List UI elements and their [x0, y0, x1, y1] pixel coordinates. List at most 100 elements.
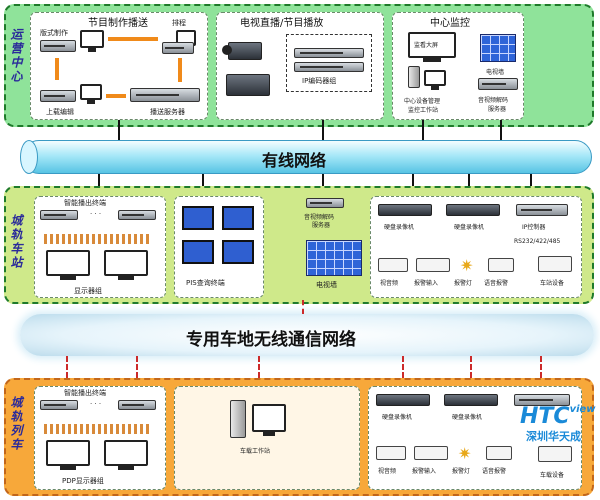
train-device-label: 车载设备	[540, 472, 565, 479]
wireless-cloud	[20, 314, 594, 356]
train-display-2	[104, 440, 148, 470]
train-player-2	[118, 400, 156, 410]
station-alarm-light-icon: ✷	[460, 256, 474, 275]
train-player-links	[44, 424, 152, 434]
train-label: 城轨列车	[9, 396, 23, 452]
wireless-link-4	[402, 356, 404, 378]
station-recorder-2	[446, 204, 500, 216]
station-ip-controller-label: IP控制器	[522, 224, 546, 231]
uplink-1	[118, 120, 120, 140]
train-recorder-label-2: 硬盘录像机	[452, 414, 483, 421]
encoder-dashed-frame	[286, 34, 372, 92]
station-player-links	[44, 234, 152, 244]
wired-network-label: 有线网络	[262, 151, 327, 170]
upload-label: 上载编辑	[46, 108, 74, 116]
train-sensor-av: 视音频	[378, 468, 397, 475]
broadcast-server	[130, 88, 200, 102]
station-player-label: 智能播出终端	[64, 199, 106, 207]
broadcast-server-label: 播送服务器	[150, 108, 185, 116]
bigscreen-label: 监看大屏	[414, 42, 439, 49]
bigscreen-monitor	[408, 32, 456, 62]
arrow-edit-to-schedule	[108, 37, 158, 41]
train-workstation-label: 车载工作站	[240, 448, 271, 455]
train-alarm-light-icon: ✷	[458, 444, 472, 463]
train-sensor-alarm-in: 报警输入	[412, 468, 437, 475]
wireless-network-label: 专用车地无线通信网络	[186, 330, 356, 350]
management-pc-tower	[408, 66, 420, 88]
station-alarm-input-icon	[416, 258, 450, 272]
pis-screen-1	[182, 206, 214, 230]
train-pc-monitor	[252, 404, 286, 436]
station-decoder-label-2: 服务器	[312, 222, 331, 229]
wireless-link-6	[540, 356, 542, 378]
station-tv-wall	[306, 240, 362, 276]
station-recorder-label-2: 硬盘录像机	[454, 224, 485, 231]
wired-network-pipe	[22, 140, 592, 174]
camera-lens-icon	[222, 45, 232, 55]
station-sensor-av: 视音频	[380, 280, 399, 287]
station-rs-label: RS232/422/485	[514, 238, 561, 245]
station-recorder-label-1: 硬盘录像机	[384, 224, 415, 231]
train-voice-alarm-icon	[486, 446, 512, 460]
pis-label: PIS查询终端	[186, 279, 225, 287]
schedule-workstation	[162, 42, 194, 54]
watermark-brand-main: HTC	[520, 404, 570, 429]
uplink-2	[322, 120, 324, 140]
encoder-unit-2	[294, 62, 364, 72]
workstation-label-1: 中心设备管理	[404, 98, 441, 105]
wired-network-pipe-end	[20, 140, 38, 174]
train-device-icon	[538, 446, 572, 462]
station-tv-wall-label: 电视墙	[316, 281, 337, 289]
station-label: 城轨车站	[9, 214, 23, 270]
video-camera-icon	[228, 42, 262, 60]
station-display-2	[104, 250, 148, 280]
train-workstation-panel	[174, 386, 360, 490]
station-sensor-alarm-light: 报警灯	[454, 280, 473, 287]
broadcast-deck-icon	[226, 74, 270, 96]
center-tv-wall	[480, 34, 516, 62]
train-player-label: 智能播出终端	[64, 389, 106, 397]
pis-screen-2	[222, 206, 254, 230]
ops-center-label: 运营中心	[9, 28, 23, 84]
program-panel-title: 节目制作播送	[88, 18, 148, 29]
uplink-4	[500, 120, 502, 140]
pis-screen-4	[222, 240, 254, 264]
train-player-ellipsis: · · ·	[90, 400, 102, 408]
wireless-link-3	[258, 356, 260, 378]
train-recorder-1	[376, 394, 430, 406]
arrow-upload-to-server	[106, 94, 126, 98]
wireless-link-5	[470, 356, 472, 378]
train-player-1	[40, 400, 78, 410]
train-ip-controller	[514, 394, 570, 406]
wireless-link-2	[136, 356, 138, 378]
workstation-label-2: 监控工作站	[408, 107, 439, 114]
edit-workstation	[40, 40, 76, 52]
center-decoder-label-1: 音视频解码	[478, 97, 509, 104]
live-panel-title: 电视直播/节目播放	[240, 18, 324, 29]
station-recorder-1	[378, 204, 432, 216]
pis-screen-3	[182, 240, 214, 264]
station-decoder-label-1: 音视频解码	[304, 214, 335, 221]
uplink-3	[422, 120, 424, 140]
center-decoder-server	[478, 78, 518, 90]
management-pc-monitor	[424, 70, 446, 90]
center-tv-wall-label: 电视墙	[486, 69, 505, 76]
station-player-1	[40, 210, 78, 220]
wireless-link-s1	[302, 300, 304, 314]
station-ip-controller	[516, 204, 568, 216]
station-sensor-voice: 语音报警	[484, 280, 509, 287]
station-display-label: 显示器组	[74, 287, 102, 295]
upload-workstation	[40, 90, 76, 102]
station-player-2	[118, 210, 156, 220]
train-display-label: PDP显示器组	[62, 477, 104, 485]
edit-monitor	[80, 30, 104, 52]
watermark-subtitle: 深圳华天成	[526, 430, 581, 443]
train-alarm-input-icon	[414, 446, 448, 460]
station-cctv-icon	[378, 258, 408, 272]
arrow-upload-to-edit	[55, 58, 59, 80]
station-decoder-server	[306, 198, 344, 208]
train-recorder-2	[444, 394, 498, 406]
encoder-label: IP编码器组	[302, 77, 337, 85]
encoder-unit-1	[294, 48, 364, 58]
train-cctv-icon	[376, 446, 406, 460]
